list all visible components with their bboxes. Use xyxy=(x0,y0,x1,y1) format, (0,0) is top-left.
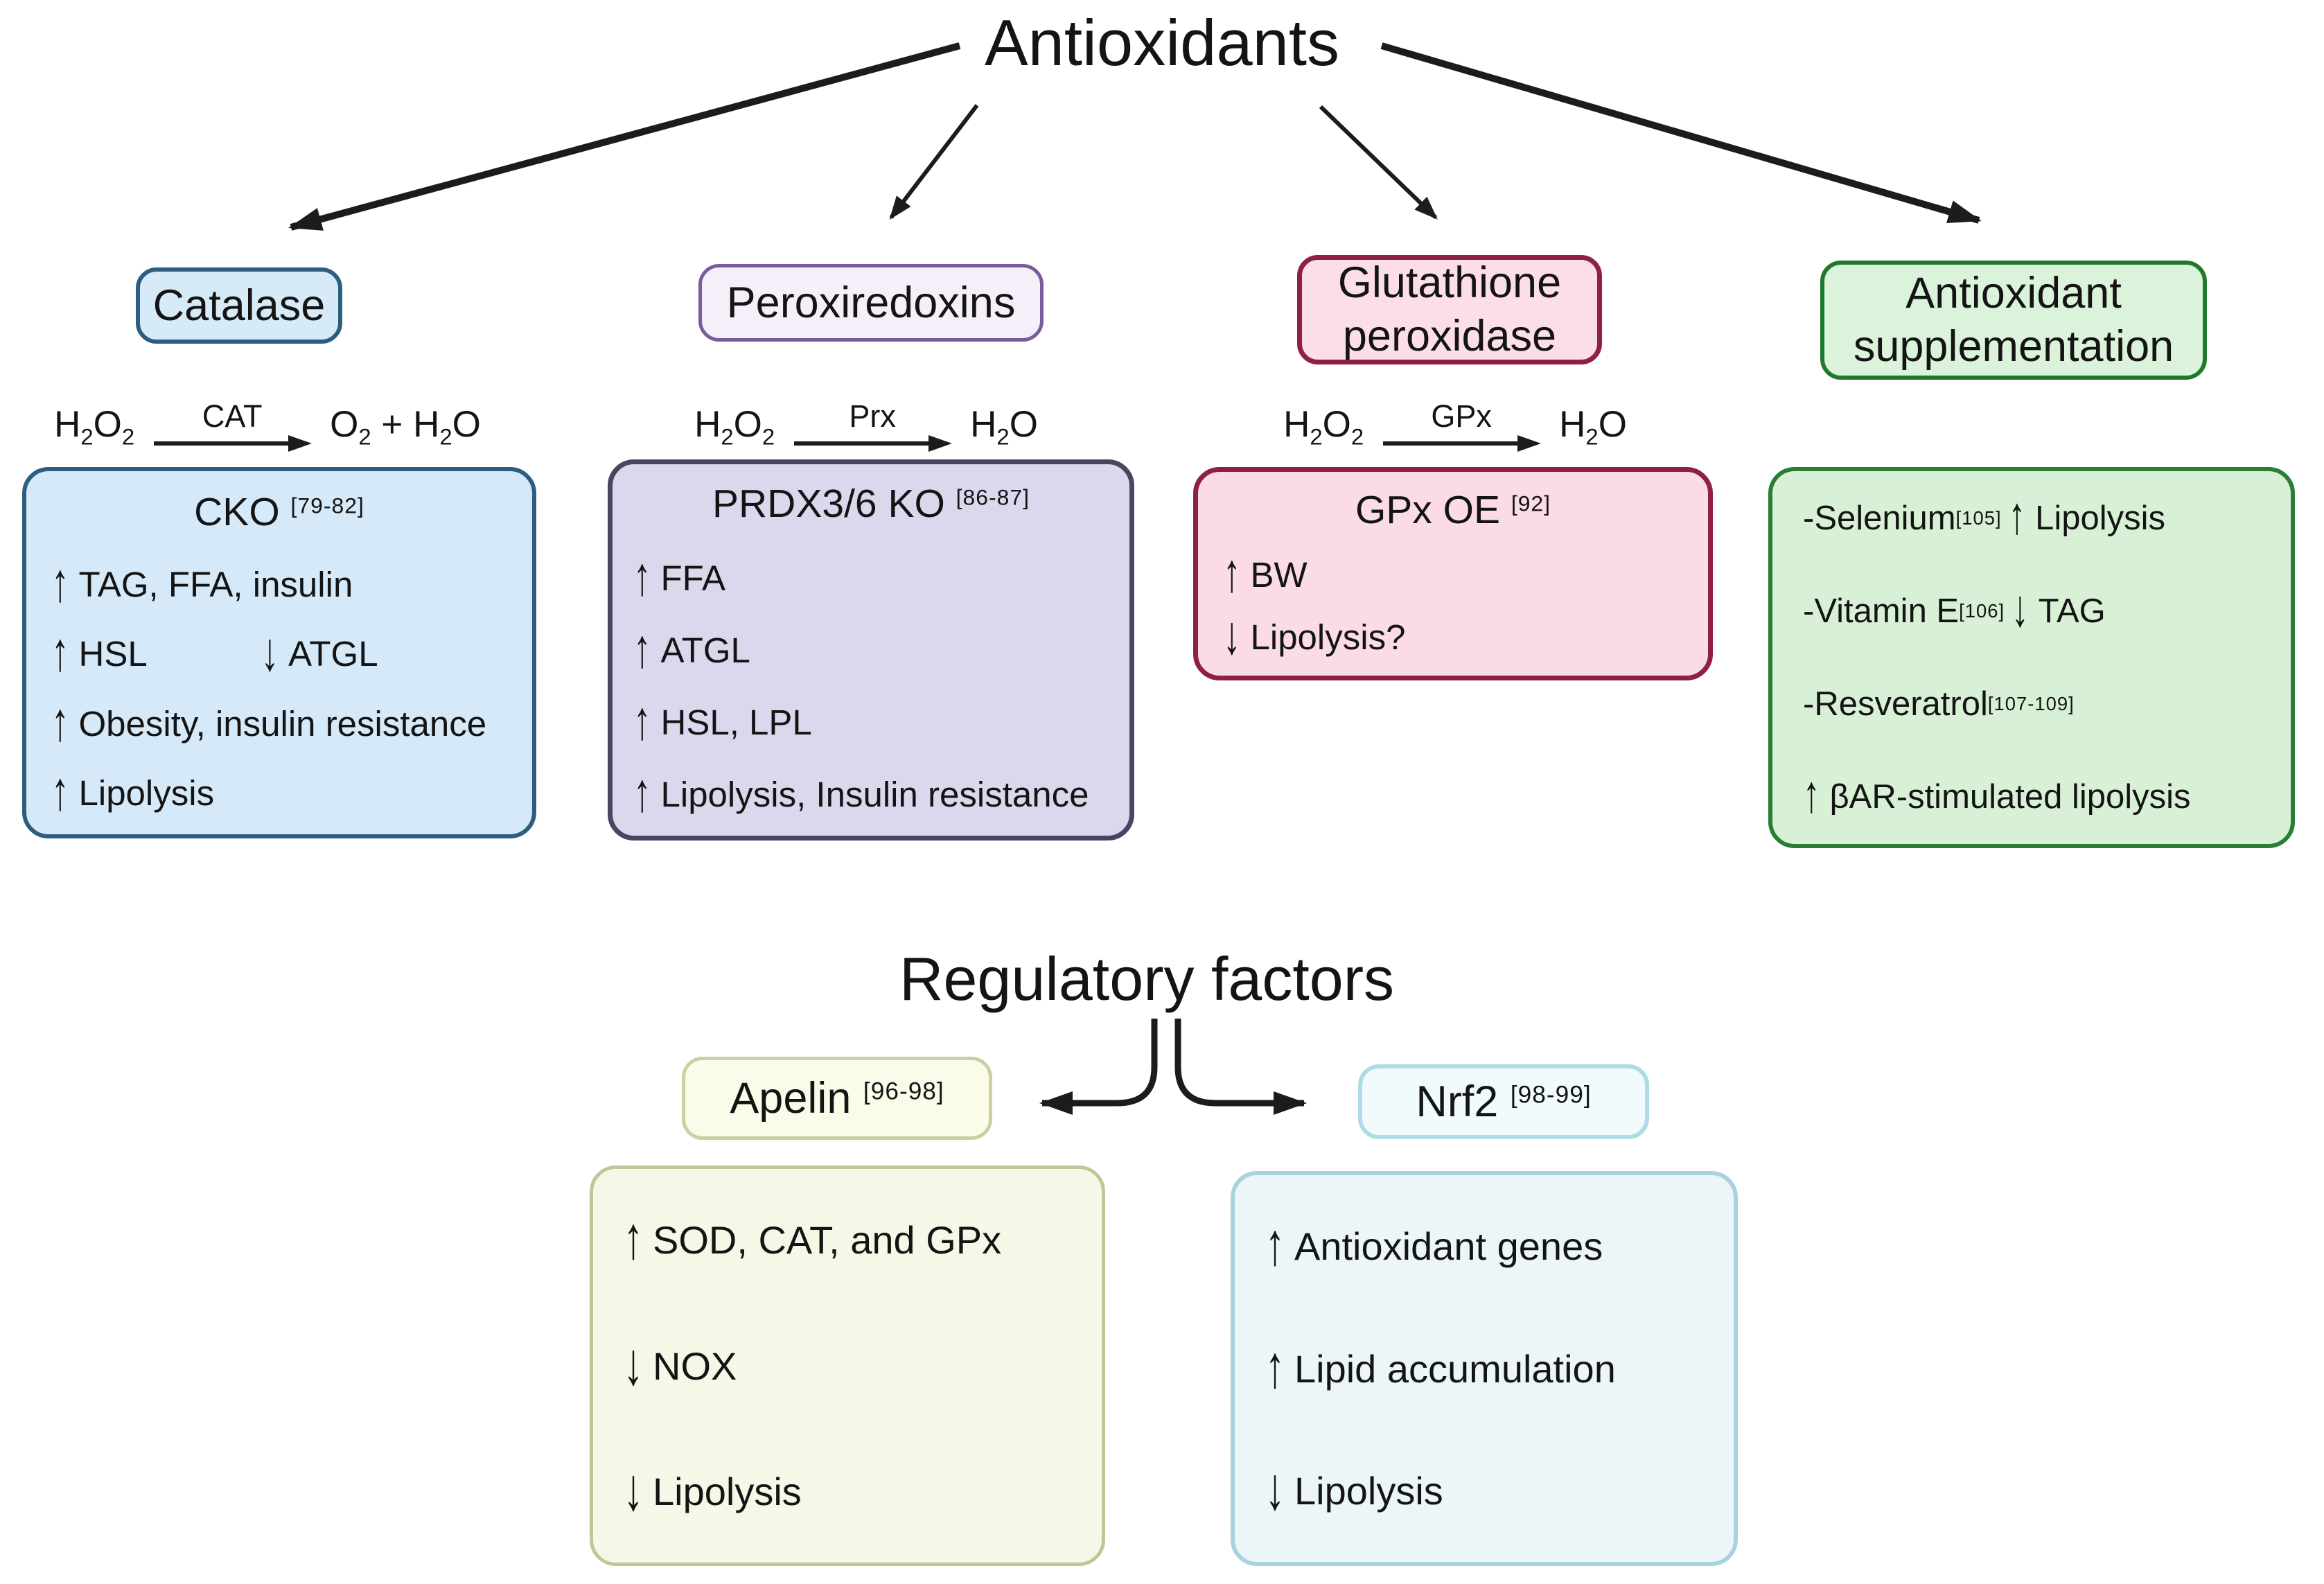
gpx-box-title: GPx OE [92] xyxy=(1355,488,1551,532)
regulatory-factors-title: Regulatory factors xyxy=(899,944,1395,1013)
catalase-reaction: H2O2 CAT O2 + H2O xyxy=(53,392,482,461)
arrow-to-glutathione xyxy=(1319,105,1438,220)
cko-item-2: ↑ HSL ↓ ATGL xyxy=(51,621,378,683)
gpx-item-2: ↓ Lipolysis? xyxy=(1223,604,1406,666)
nrf2-box: ↑ Antioxidant genes ↑ Lipid accumulation… xyxy=(1231,1171,1738,1566)
reference-citation: [86-87] xyxy=(956,484,1030,510)
reaction-substrate: H2O2 xyxy=(694,404,775,450)
reference-citation: [92] xyxy=(1511,491,1551,516)
reference-citation: [96-98] xyxy=(863,1077,944,1105)
glutathione-peroxidase-label: Glutathione peroxidase xyxy=(1297,255,1602,364)
up-arrow-icon: ↑ xyxy=(51,551,69,613)
vitamin-e-item: -Vitamin E [106] ↓ TAG xyxy=(1803,580,2106,638)
enzyme-label: Prx xyxy=(849,398,896,434)
gpx-oe-box: GPx OE [92] ↑ BW ↓ Lipolysis? xyxy=(1193,467,1713,680)
reaction-substrate: H2O2 xyxy=(54,404,135,450)
bar-lipolysis-item: ↑ βAR-stimulated lipolysis xyxy=(1803,766,2191,824)
reaction-product: H2O xyxy=(1559,404,1627,450)
up-arrow-icon: ↑ xyxy=(1265,1210,1285,1278)
apelin-item-1: ↑ SOD, CAT, and GPx xyxy=(624,1204,1002,1271)
up-arrow-icon: ↑ xyxy=(633,689,651,751)
cko-item-4: ↑ Lipolysis xyxy=(51,760,215,822)
down-arrow-icon: ↓ xyxy=(1223,604,1241,666)
up-arrow-icon: ↑ xyxy=(633,762,651,823)
reaction-product: O2 + H2O xyxy=(330,404,481,450)
right-arrow-icon xyxy=(154,434,312,452)
arrow-to-nrf2 xyxy=(1174,1019,1307,1115)
nrf2-label: Nrf2 [98-99] xyxy=(1358,1064,1649,1139)
diagram-title: Antioxidants xyxy=(984,6,1340,79)
peroxiredoxins-label: Peroxiredoxins xyxy=(698,264,1044,342)
right-arrow-icon xyxy=(1383,434,1542,452)
reference-citation: [107-109] xyxy=(1987,693,2075,714)
selenium-item: -Selenium [105] ↑ Lipolysis xyxy=(1803,487,2166,545)
prdx-item-1: ↑ FFA xyxy=(633,545,726,607)
nrf2-item-2: ↑ Lipid accumulation xyxy=(1265,1332,1616,1400)
arrow-to-apelin xyxy=(1039,1019,1158,1115)
reference-citation: [98-99] xyxy=(1510,1081,1592,1109)
arrow-to-peroxiredoxins xyxy=(889,104,979,220)
nrf2-item-1: ↑ Antioxidant genes xyxy=(1265,1210,1603,1278)
down-arrow-icon: ↓ xyxy=(1265,1454,1285,1522)
up-arrow-icon: ↑ xyxy=(51,621,69,683)
enzyme-label: GPx xyxy=(1431,398,1492,434)
right-arrow-icon xyxy=(794,434,953,452)
cko-item-3: ↑ Obesity, insulin resistance xyxy=(51,690,487,752)
supplementation-box: -Selenium [105] ↑ Lipolysis -Vitamin E [… xyxy=(1768,467,2295,848)
apelin-item-3: ↓ Lipolysis xyxy=(624,1455,802,1523)
prdx-item-2: ↑ ATGL xyxy=(633,617,750,679)
reaction-arrow: Prx xyxy=(793,398,953,454)
up-arrow-icon: ↑ xyxy=(51,760,69,822)
cko-item-1: ↑ TAG, FFA, insulin xyxy=(51,551,353,613)
reference-citation: [79-82] xyxy=(290,493,364,518)
nrf2-item-3: ↓ Lipolysis xyxy=(1265,1454,1443,1522)
resveratrol-item: -Resveratrol [107-109] xyxy=(1803,685,2075,723)
antioxidant-supplementation-label: Antioxidant supplementation xyxy=(1820,261,2207,380)
reference-citation: [105] xyxy=(1955,507,2002,529)
down-arrow-icon: ↓ xyxy=(624,1329,643,1398)
up-arrow-icon: ↑ xyxy=(624,1204,643,1271)
reaction-arrow: CAT xyxy=(152,401,312,454)
prdx-box: PRDX3/6 KO [86-87] ↑ FFA ↑ ATGL ↑ HSL, L… xyxy=(608,459,1134,841)
up-arrow-icon: ↑ xyxy=(633,617,651,679)
prdx-box-title: PRDX3/6 KO [86-87] xyxy=(712,482,1030,526)
reference-citation: [106] xyxy=(1959,600,2005,622)
apelin-item-2: ↓ NOX xyxy=(624,1329,737,1398)
down-arrow-icon: ↓ xyxy=(624,1455,643,1523)
reaction-product: H2O xyxy=(970,404,1038,450)
peroxiredoxins-reaction: H2O2 Prx H2O xyxy=(693,392,1039,461)
down-arrow-icon: ↓ xyxy=(261,621,279,683)
up-arrow-icon: ↑ xyxy=(633,545,651,607)
prdx-item-3: ↑ HSL, LPL xyxy=(633,689,812,751)
arrow-to-supplementation xyxy=(1380,42,1982,224)
up-arrow-icon: ↑ xyxy=(1265,1332,1285,1400)
glutathione-reaction: H2O2 GPx H2O xyxy=(1282,392,1628,461)
down-arrow-icon: ↓ xyxy=(2012,580,2029,638)
cko-box-title: CKO [79-82] xyxy=(194,490,364,534)
up-arrow-icon: ↑ xyxy=(1223,542,1241,604)
prdx-item-4: ↑ Lipolysis, Insulin resistance xyxy=(633,762,1089,823)
up-arrow-icon: ↑ xyxy=(2008,487,2026,545)
enzyme-label: CAT xyxy=(202,398,263,434)
up-arrow-icon: ↑ xyxy=(51,690,69,752)
up-arrow-icon: ↑ xyxy=(1803,766,1820,824)
cko-box: CKO [79-82] ↑ TAG, FFA, insulin ↑ HSL ↓ … xyxy=(22,467,536,838)
arrow-to-catalase xyxy=(288,42,961,231)
apelin-box: ↑ SOD, CAT, and GPx ↓ NOX ↓ Lipolysis xyxy=(590,1165,1105,1566)
catalase-label: Catalase xyxy=(136,267,342,344)
reaction-arrow: GPx xyxy=(1382,398,1542,454)
apelin-label: Apelin [96-98] xyxy=(682,1057,992,1140)
reaction-substrate: H2O2 xyxy=(1283,404,1364,450)
gpx-item-1: ↑ BW xyxy=(1223,542,1308,604)
